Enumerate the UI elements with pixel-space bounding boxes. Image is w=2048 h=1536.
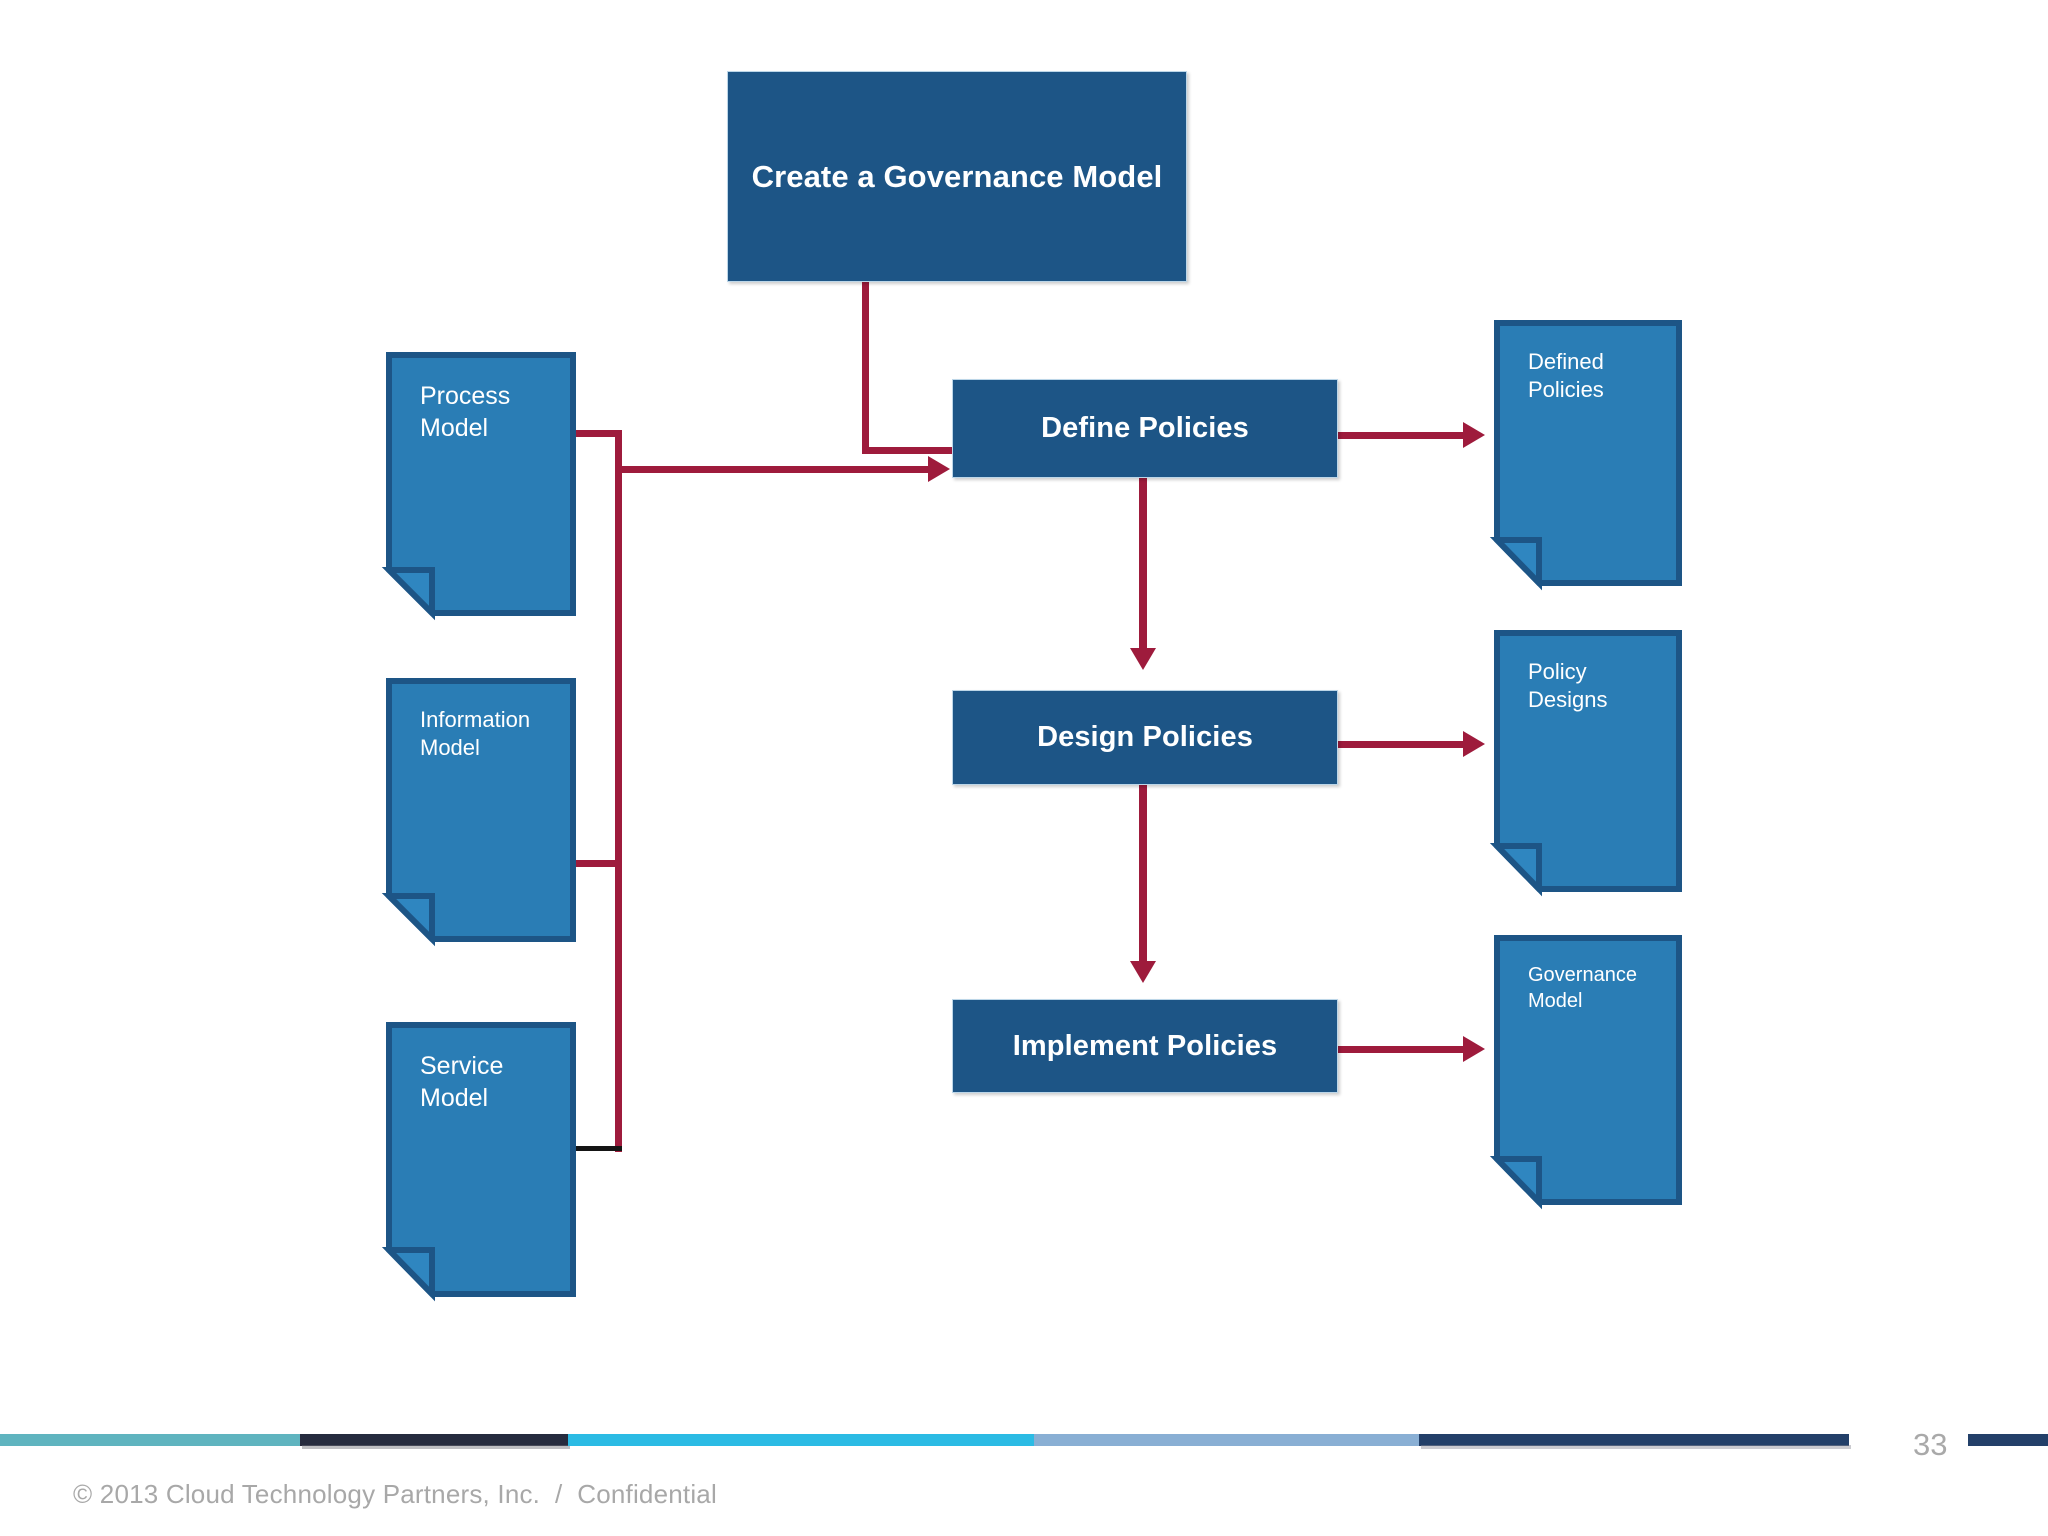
connector-design-to-policy-designs <box>1338 741 1468 748</box>
node-label: Design Policies <box>1037 721 1253 753</box>
connector-bus-to-define <box>615 466 933 473</box>
connector-define-to-defined-policies <box>1338 432 1468 439</box>
connector-title-to-define-vertical <box>862 282 869 454</box>
node-process-model[interactable]: Process Model <box>381 352 576 621</box>
connector-left-bus-vertical <box>615 430 622 1152</box>
arrowhead-design-to-implement <box>1130 961 1156 983</box>
page-number: 33 <box>1913 1427 1948 1462</box>
node-service-model[interactable]: Service Model <box>381 1022 576 1302</box>
connector-design-to-implement <box>1139 785 1147 965</box>
footer-bar-cyan <box>568 1434 1048 1446</box>
footer-bar-navy-shadow <box>302 1445 570 1449</box>
arrowhead-design-to-policy-designs <box>1463 731 1485 757</box>
connector-implement-to-governance-model <box>1338 1046 1468 1053</box>
node-design-policies[interactable]: Design Policies <box>952 690 1338 785</box>
node-label: Create a Governance Model <box>751 158 1163 194</box>
node-implement-policies[interactable]: Implement Policies <box>952 999 1338 1093</box>
footer-bar-darkblue-right <box>1968 1434 2048 1446</box>
footer-decorative-rule <box>0 1434 2048 1449</box>
document-shape-icon <box>381 678 576 947</box>
document-shape-icon <box>381 1022 576 1302</box>
footer-bar-teal <box>0 1434 300 1446</box>
footer-bar-darkblue <box>1419 1434 1849 1446</box>
arrowhead-define-to-defined-policies <box>1463 422 1485 448</box>
document-shape-icon <box>381 352 576 621</box>
node-policy-designs[interactable]: Policy Designs <box>1489 630 1682 897</box>
arrowhead-implement-to-governance-model <box>1463 1036 1485 1062</box>
node-label: Implement Policies <box>1012 1029 1278 1062</box>
document-shape-icon <box>1489 320 1682 591</box>
arrowhead-define-to-design <box>1130 648 1156 670</box>
connector-information-model-stub <box>576 860 622 867</box>
footer-copyright: © 2013 Cloud Technology Partners, Inc. /… <box>73 1479 717 1509</box>
connector-service-model-stub <box>576 1146 622 1151</box>
footer-bar-navy <box>300 1434 568 1446</box>
arrowhead-bus-to-define <box>928 456 950 482</box>
connector-title-to-define-horizontal <box>862 447 960 454</box>
connector-process-model-stub <box>576 430 622 437</box>
connector-define-to-design <box>1139 478 1147 652</box>
footer-bar-lightblue <box>1034 1434 1424 1446</box>
footer-bar-darkblue-shadow <box>1421 1445 1851 1449</box>
node-label: Define Policies <box>1041 412 1249 444</box>
node-define-policies[interactable]: Define Policies <box>952 379 1338 478</box>
document-shape-icon <box>1489 935 1682 1210</box>
node-information-model[interactable]: Information Model <box>381 678 576 947</box>
node-create-governance-model[interactable]: Create a Governance Model <box>727 71 1187 282</box>
document-shape-icon <box>1489 630 1682 897</box>
node-defined-policies[interactable]: Defined Policies <box>1489 320 1682 591</box>
node-governance-model[interactable]: Governance Model <box>1489 935 1682 1210</box>
